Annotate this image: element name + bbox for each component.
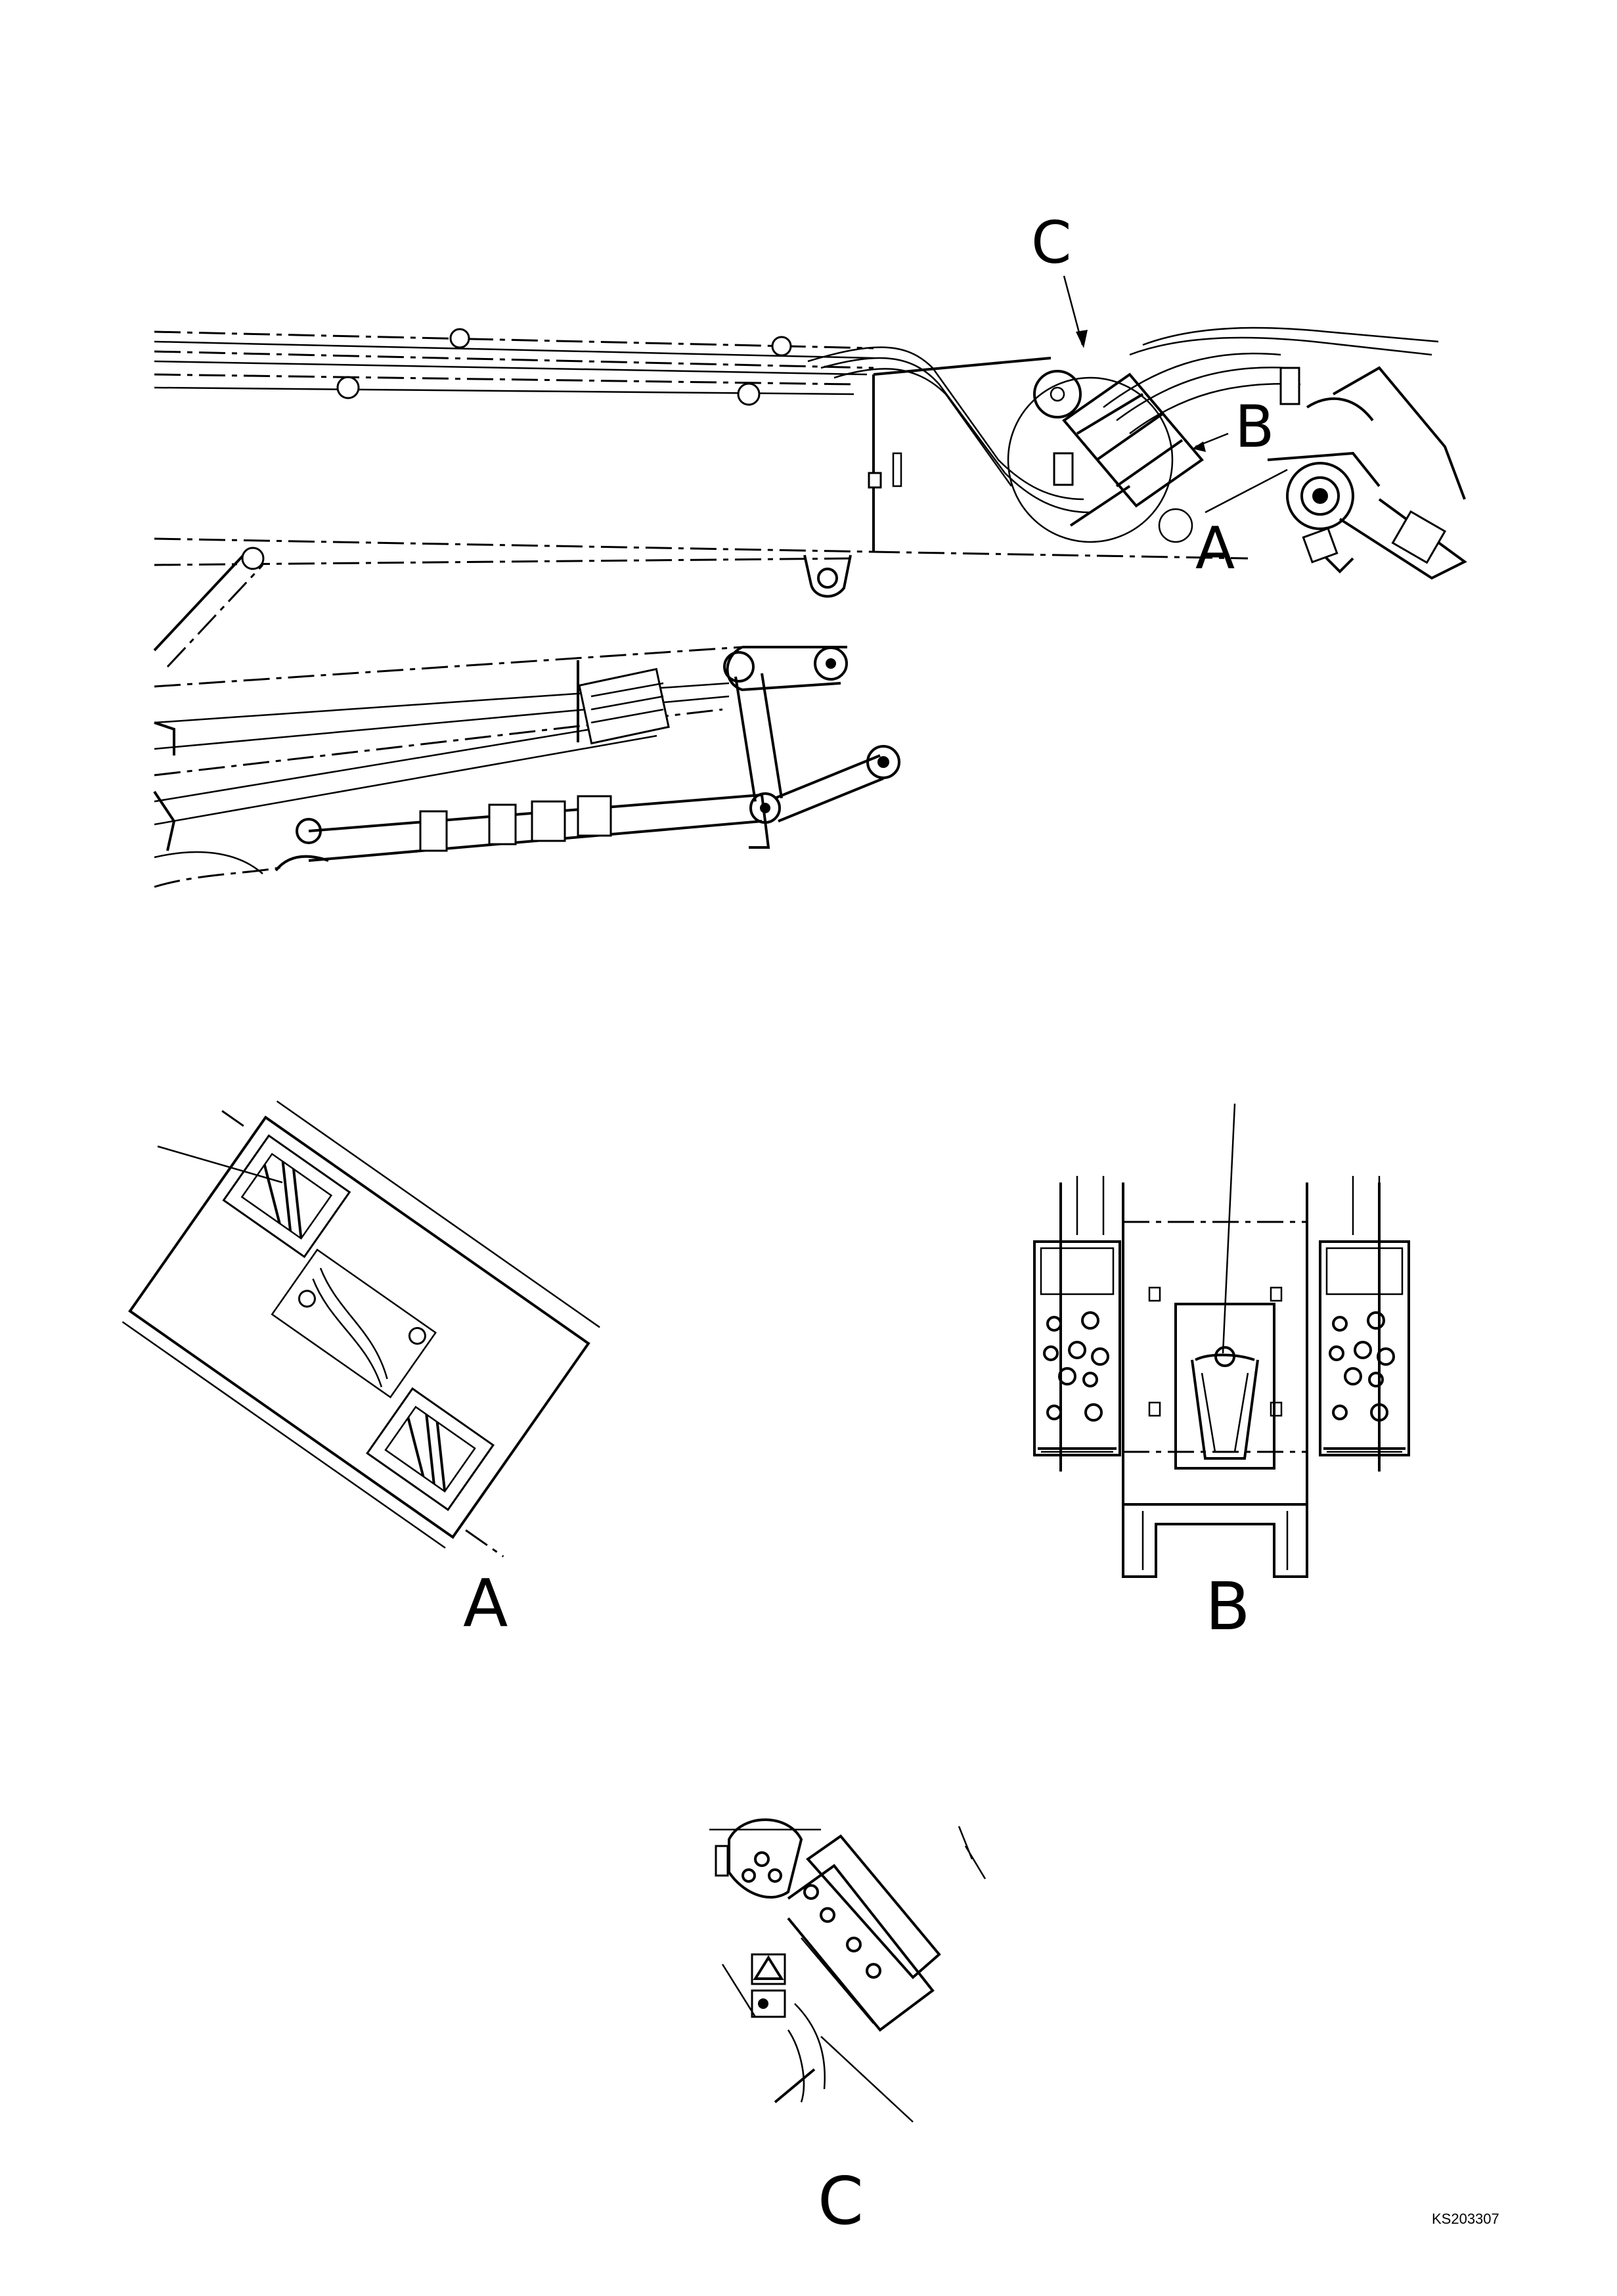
callout-label-b: B	[1235, 393, 1274, 461]
main-boom-view	[153, 326, 1467, 888]
detail-c-view	[709, 1818, 986, 2104]
detail-b-left-ports	[1043, 1311, 1109, 1422]
main-callouts: C B A	[1031, 209, 1288, 582]
detail-b-label: B	[1205, 1568, 1251, 1645]
drawing-code: KS203307	[1432, 2211, 1499, 2227]
hose-bracket-area	[1007, 326, 1439, 543]
arm-pivot	[1267, 366, 1467, 580]
detail-c-label: C	[818, 2163, 864, 2240]
detail-a-callout	[157, 1145, 283, 1184]
detail-b-view	[1033, 1176, 1410, 1578]
boom-linkage	[153, 547, 900, 888]
detail-c-callout	[820, 2036, 914, 2123]
arm-body	[154, 357, 1249, 598]
callout-leader-a	[1205, 468, 1288, 514]
detail-b-right-ports	[1329, 1311, 1395, 1422]
detail-a-label: A	[463, 1565, 508, 1642]
detail-b-callout	[1222, 1103, 1236, 1354]
callout-label-a: A	[1195, 514, 1235, 582]
hose-bundle	[154, 328, 1091, 514]
detail-a-view	[122, 1100, 600, 1558]
callout-label-c: C	[1031, 209, 1071, 277]
